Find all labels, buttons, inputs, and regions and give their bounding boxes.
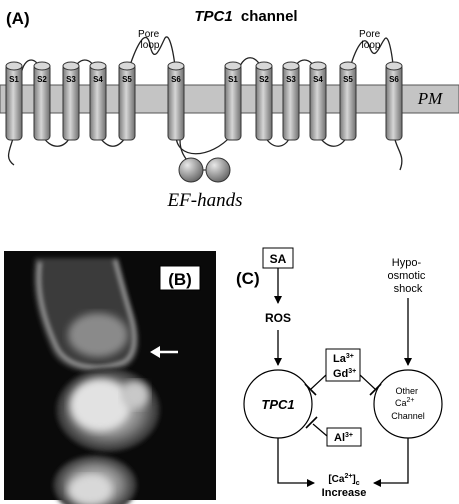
membrane-label: PM xyxy=(417,89,443,108)
al-text: Al3+ xyxy=(334,432,353,444)
sa-text: SA xyxy=(270,252,287,266)
helix-d2-s2-label: S2 xyxy=(259,75,269,84)
ef-hands-label: EF-hands xyxy=(167,190,243,211)
helix-d1-s5: S5 xyxy=(118,61,136,141)
helix-d1-s6-label: S6 xyxy=(171,75,181,84)
panel-a: (A) TPC1 channel PM xyxy=(0,8,459,211)
inhibit-al-tpc1 xyxy=(312,423,328,437)
arrow-tpc1-ca xyxy=(277,438,315,487)
helix-d2-s6: S6 xyxy=(385,61,403,141)
cell-middle-core xyxy=(70,379,130,431)
increase-text: Increase xyxy=(322,487,367,499)
panel-a-label: (A) xyxy=(6,9,30,28)
la-text: La3+ xyxy=(333,353,354,365)
cell-middle-core2 xyxy=(121,381,149,409)
pore-loop-2 xyxy=(347,37,395,76)
helix-d2-s4: S4 xyxy=(309,61,327,141)
transmembrane-helices: S1 S2 S3 S4 S5 S6 S1 S2 S3 S4 S5 S6 xyxy=(5,61,403,141)
helix-d1-s2: S2 xyxy=(33,61,51,141)
helix-d1-s3-label: S3 xyxy=(66,75,76,84)
tpc1-text: TPC1 xyxy=(261,397,294,412)
helix-d2-s1-label: S1 xyxy=(228,75,238,84)
ef-hand-1 xyxy=(178,157,204,183)
helix-d1-s4-label: S4 xyxy=(93,75,103,84)
panel-c: (C) SA ROS Hypo- osmotic shock TPC1 Othe… xyxy=(236,247,443,499)
gd-text: Gd3+ xyxy=(333,368,356,380)
micrograph-cells xyxy=(33,258,160,504)
pore-loop-label-2: Pore loop xyxy=(359,29,383,51)
ef-hand-2 xyxy=(205,157,231,183)
helix-d2-s3-label: S3 xyxy=(286,75,296,84)
gene-name: TPC1 xyxy=(194,8,232,25)
panel-a-title: TPC1 channel xyxy=(194,8,297,25)
helix-d1-s1-label: S1 xyxy=(9,75,19,84)
helix-d1-s3: S3 xyxy=(62,61,80,141)
helix-d2-s3: S3 xyxy=(282,61,300,141)
arrow-other-ca xyxy=(373,438,409,487)
linker-1 xyxy=(175,134,233,155)
inhibit-la-other xyxy=(359,374,376,390)
pore-loop-label-1: Pore loop xyxy=(138,29,162,51)
helix-d1-s2-label: S2 xyxy=(37,75,47,84)
panel-b: (B) xyxy=(4,251,216,504)
helix-d2-s1: S1 xyxy=(224,61,242,141)
panel-c-label: (C) xyxy=(236,269,260,288)
cell-lower-core xyxy=(68,475,112,504)
inhibit-la-tpc1 xyxy=(310,374,327,390)
other-channel-node xyxy=(373,369,443,439)
pore-loop-1 xyxy=(126,36,177,76)
ef-hands: EF-hands xyxy=(167,139,243,211)
helix-d1-s5-label: S5 xyxy=(122,75,132,84)
cell-upper-edge xyxy=(36,259,137,370)
white-arrow-icon xyxy=(150,346,178,358)
helix-d2-s2: S2 xyxy=(255,61,273,141)
helix-d2-s5: S5 xyxy=(339,61,357,141)
other-channel-text: Other Ca2+ Channel xyxy=(391,386,425,421)
panel-b-label-box xyxy=(159,265,201,291)
ca-text: [Ca2+]c xyxy=(328,473,359,487)
inhibit-la-tpc1-bar xyxy=(304,383,317,396)
ros-text: ROS xyxy=(265,311,291,325)
cell-upper-glow xyxy=(68,313,128,357)
la-gd-box xyxy=(325,348,361,382)
helix-d2-s5-label: S5 xyxy=(343,75,353,84)
al-box xyxy=(326,427,362,447)
helix-d2-s6-label: S6 xyxy=(389,75,399,84)
helix-d1-s4: S4 xyxy=(89,61,107,141)
panel-b-label: (B) xyxy=(168,270,192,289)
helix-d2-s4-label: S4 xyxy=(313,75,323,84)
inhibit-al-tpc1-bar xyxy=(305,416,318,429)
hypo-text: Hypo- osmotic shock xyxy=(388,257,429,295)
inhibit-la-other-bar xyxy=(369,383,382,396)
helix-d1-s1: S1 xyxy=(5,61,23,141)
helix-d1-s6: S6 xyxy=(167,61,185,141)
title-rest: channel xyxy=(241,8,298,25)
